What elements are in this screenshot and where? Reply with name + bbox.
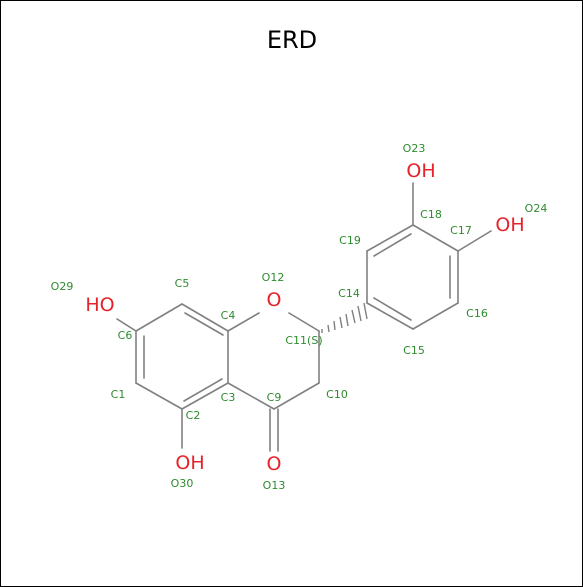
atom-label-c17: C17 — [450, 224, 472, 237]
atom-label-c11: C11(S) — [285, 334, 322, 347]
atom-label-c2: C2 — [186, 409, 201, 422]
atom-label-c16: C16 — [466, 307, 488, 320]
bond-c19-c18 — [366, 224, 414, 252]
bond-c6-o29 — [116, 318, 137, 332]
diagram-title: ERD — [267, 26, 317, 54]
oh-30-symbol: OH — [175, 452, 204, 474]
atom-label-c3: C3 — [221, 391, 236, 404]
ho-29-symbol: HO — [85, 294, 114, 316]
atom-label-o23: O23 — [403, 142, 426, 155]
atom-label-c1: C1 — [111, 388, 126, 401]
atom-label-c14: C14 — [338, 287, 360, 300]
atom-label-c5: C5 — [175, 277, 190, 290]
atom-label-c19: C19 — [339, 234, 361, 247]
bond-c10-c9 — [273, 382, 320, 410]
bond-c15-c14-inner — [373, 297, 412, 321]
atom-label-o30: O30 — [171, 477, 194, 490]
atom-label-c15: C15 — [403, 344, 425, 357]
stereo-hash-bond — [321, 302, 368, 333]
atom-label-c10: C10 — [326, 388, 348, 401]
bond-c3-c2 — [181, 382, 229, 410]
bond-c9-c3 — [227, 382, 275, 410]
bonds — [116, 182, 492, 452]
atom-label-c9: C9 — [267, 391, 282, 404]
atom-label-c18: C18 — [420, 208, 442, 221]
bond-c6-c5 — [135, 303, 183, 332]
o-12-symbol: O — [267, 289, 282, 311]
oh-23-symbol: OH — [406, 160, 435, 182]
bond-c18-c17 — [412, 224, 459, 252]
bond-c5-c4-inner — [184, 312, 224, 336]
bond-c15-c14 — [366, 302, 414, 330]
atom-label-o13: O13 — [263, 479, 286, 492]
bond-c3-c2-inner — [183, 378, 223, 402]
bond-c19-c18-inner — [373, 233, 412, 257]
atom-label-c6: C6 — [118, 329, 133, 342]
bond-c4-o12 — [227, 312, 260, 332]
atom-label-o24: O24 — [525, 202, 548, 215]
bond-c17-o24 — [457, 230, 492, 252]
atom-label-o29: O29 — [51, 280, 74, 293]
oh-24-symbol: OH — [495, 214, 524, 236]
bond-c2-c1 — [135, 382, 183, 410]
bond-c16-c15 — [412, 302, 459, 330]
atom-label-c4: C4 — [221, 309, 236, 322]
o-13-symbol: O — [267, 453, 282, 475]
bond-c5-c4 — [181, 303, 229, 332]
bond-o12-c11 — [288, 312, 320, 332]
atom-label-o12: O12 — [262, 271, 285, 284]
